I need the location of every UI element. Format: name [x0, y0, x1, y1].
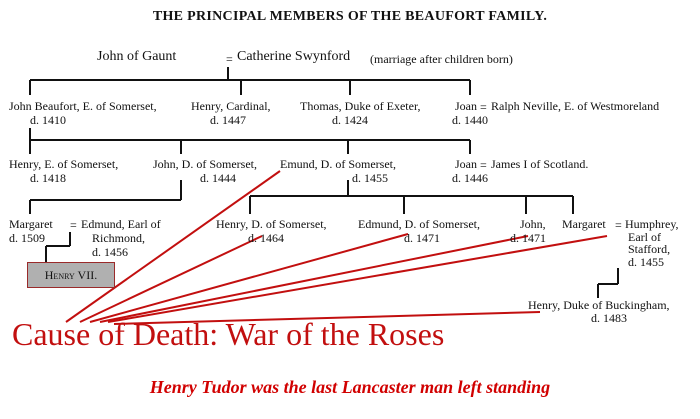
person-john-d-somerset: John, D. of Somerset,: [153, 157, 257, 171]
death-henry-cardinal: d. 1447: [210, 113, 246, 127]
person-emund-somerset: Emund, D. of Somerset,: [280, 157, 396, 171]
marriage-mark-joan-scotland: =: [480, 158, 487, 172]
henry-vii-box: Henry VII.: [27, 262, 115, 288]
person-john-of-gaunt: John of Gaunt: [97, 49, 177, 64]
person-humphrey-line3: Stafford,: [628, 242, 671, 256]
person-john-beaufort: John Beaufort, E. of Somerset,: [9, 99, 157, 113]
person-buckingham: Henry, Duke of Buckingham,: [528, 298, 670, 312]
person-joan-neville: Joan: [455, 99, 477, 113]
red-line-buckingham: [113, 311, 541, 325]
person-joan-scotland: Joan: [455, 157, 477, 171]
death-margaret-beaufort: d. 1509: [9, 231, 45, 245]
person-thomas-exeter: Thomas, Duke of Exeter,: [300, 99, 421, 113]
marriage-mark: =: [226, 52, 233, 66]
footer-caption: Henry Tudor was the last Lancaster man l…: [149, 377, 551, 397]
death-john-1471: d. 1471: [510, 231, 546, 245]
person-edmund-d-somerset: Edmund, D. of Somerset,: [358, 217, 480, 231]
red-line-john: [99, 235, 529, 323]
marriage-mark-margaret: =: [70, 218, 77, 232]
marriage-mark-joan: =: [480, 100, 487, 114]
person-henry-vii: Henry VII.: [44, 267, 98, 282]
person-james-i: James I of Scotland.: [491, 157, 589, 171]
cause-of-death-caption: Cause of Death: War of the Roses: [12, 316, 445, 352]
red-line-emund: [65, 170, 281, 323]
death-buckingham: d. 1483: [591, 311, 627, 325]
person-margaret-beaufort: Margaret: [9, 217, 53, 231]
person-john-1471: John,: [520, 217, 546, 231]
marriage-note: (marriage after children born): [370, 52, 513, 66]
death-henry-e-somerset: d. 1418: [30, 171, 66, 185]
red-line-henry: [79, 235, 263, 323]
person-henry-cardinal: Henry, Cardinal,: [191, 99, 271, 113]
marriage-mark-margaret-stafford: =: [615, 218, 622, 232]
person-edmund-richmond-line2: Richmond,: [92, 231, 145, 245]
person-henry-e-somerset: Henry, E. of Somerset,: [9, 157, 119, 171]
death-edmund-richmond: d. 1456: [92, 245, 128, 259]
death-edmund-d-somerset: d. 1471: [404, 231, 440, 245]
death-henry-d-somerset: d. 1464: [248, 231, 284, 245]
red-line-edmund: [89, 233, 409, 323]
red-line-humphrey: [107, 235, 608, 323]
death-joan-scotland: d. 1446: [452, 171, 488, 185]
person-ralph-neville: Ralph Neville, E. of Westmoreland: [491, 99, 660, 113]
person-humphrey: Humphrey,: [625, 217, 679, 231]
death-joan-neville: d. 1440: [452, 113, 488, 127]
death-emund-somerset: d. 1455: [352, 171, 388, 185]
death-john-d-somerset: d. 1444: [200, 171, 236, 185]
person-catherine-swynford: Catherine Swynford: [237, 49, 351, 64]
diagram-title: THE PRINCIPAL MEMBERS OF THE BEAUFORT FA…: [152, 9, 548, 24]
person-edmund-richmond: Edmund, Earl of: [81, 217, 161, 231]
death-humphrey: d. 1455: [628, 255, 664, 269]
person-henry-d-somerset: Henry, D. of Somerset,: [216, 217, 327, 231]
death-thomas-exeter: d. 1424: [332, 113, 368, 127]
person-margaret-stafford: Margaret: [562, 217, 606, 231]
death-john-beaufort: d. 1410: [30, 113, 66, 127]
person-humphrey-line2: Earl of: [628, 230, 661, 244]
